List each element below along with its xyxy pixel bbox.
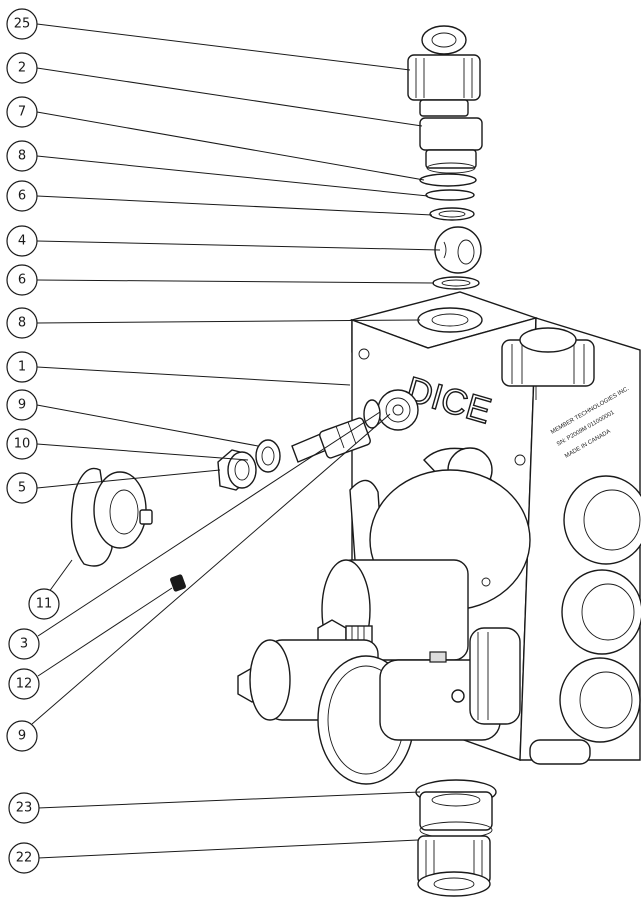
assembly-parts: DICE MEMBER TECHNOLOGIES INC. SN: P2009M… <box>70 25 641 897</box>
callout-7: 7 <box>6 96 38 128</box>
leader-6a <box>36 195 433 216</box>
svg-text:9: 9 <box>18 398 26 413</box>
leader-4 <box>36 240 441 251</box>
callout-6-lower: 6 <box>6 264 38 296</box>
side-union-2 <box>561 569 641 655</box>
part-stem-o-ring <box>255 439 281 473</box>
svg-text:2: 2 <box>18 61 26 76</box>
callout-12: 12 <box>8 668 40 700</box>
part-bottom-union-nut <box>417 835 491 897</box>
part-strainer-union <box>469 627 521 725</box>
leader-1 <box>36 366 351 386</box>
part-o-ring-8 <box>425 189 475 201</box>
svg-text:8: 8 <box>18 149 26 164</box>
leader-8b <box>36 319 421 324</box>
callout-25: 25 <box>6 8 38 40</box>
part-bottom-adapter <box>415 779 497 839</box>
leader-8a <box>36 155 429 197</box>
callout-9-lower: 9 <box>6 720 38 752</box>
part-bushing <box>217 449 257 491</box>
leader-12 <box>37 587 173 677</box>
svg-text:7: 7 <box>18 105 26 120</box>
leader-9a <box>36 404 259 447</box>
leader-10 <box>36 443 249 461</box>
svg-text:11: 11 <box>36 597 53 612</box>
svg-text:25: 25 <box>14 17 31 32</box>
callout-2: 2 <box>6 52 38 84</box>
svg-text:6: 6 <box>18 189 26 204</box>
callout-10: 10 <box>6 428 38 460</box>
callout-11: 11 <box>28 588 60 620</box>
leader-6b <box>36 279 435 284</box>
part-ball <box>434 226 482 274</box>
part-set-screw <box>170 574 186 592</box>
svg-text:4: 4 <box>18 234 26 249</box>
svg-text:1: 1 <box>18 360 26 375</box>
callout-23: 23 <box>8 792 40 824</box>
svg-text:3: 3 <box>20 637 28 652</box>
callout-3: 3 <box>8 628 40 660</box>
svg-text:9: 9 <box>18 729 26 744</box>
svg-text:6: 6 <box>18 273 26 288</box>
callout-6: 6 <box>6 180 38 212</box>
part-top-union-nut <box>407 25 481 117</box>
callout-8-lower: 8 <box>6 307 38 339</box>
svg-text:12: 12 <box>16 677 33 692</box>
callout-22: 22 <box>8 842 40 874</box>
part-ball-seat-lower <box>432 276 480 290</box>
callout-4: 4 <box>6 225 38 257</box>
side-union-1 <box>563 475 641 565</box>
leader-2 <box>36 67 423 127</box>
svg-text:23: 23 <box>16 801 33 816</box>
leader-9b <box>31 413 391 725</box>
part-stem <box>291 399 381 463</box>
part-ball-seat-upper <box>429 207 475 221</box>
leader-lines <box>31 23 441 859</box>
part-loose-handle <box>70 467 153 567</box>
svg-text:22: 22 <box>16 851 33 866</box>
callout-5: 5 <box>6 472 38 504</box>
part-union-body <box>419 117 483 174</box>
leader-23 <box>37 791 421 809</box>
side-union-3 <box>559 657 641 743</box>
callout-bubbles: 25 2 7 8 6 4 6 8 <box>6 8 60 874</box>
callout-9: 9 <box>6 389 38 421</box>
part-o-ring-7 <box>419 173 477 187</box>
svg-text:8: 8 <box>18 316 26 331</box>
leader-22 <box>37 839 419 859</box>
callout-8: 8 <box>6 140 38 172</box>
leader-7 <box>36 111 425 181</box>
leader-5 <box>36 469 221 489</box>
leader-3 <box>37 411 381 637</box>
leader-25 <box>36 23 411 71</box>
svg-text:10: 10 <box>14 437 31 452</box>
svg-text:5: 5 <box>18 481 26 496</box>
callout-1: 1 <box>6 351 38 383</box>
